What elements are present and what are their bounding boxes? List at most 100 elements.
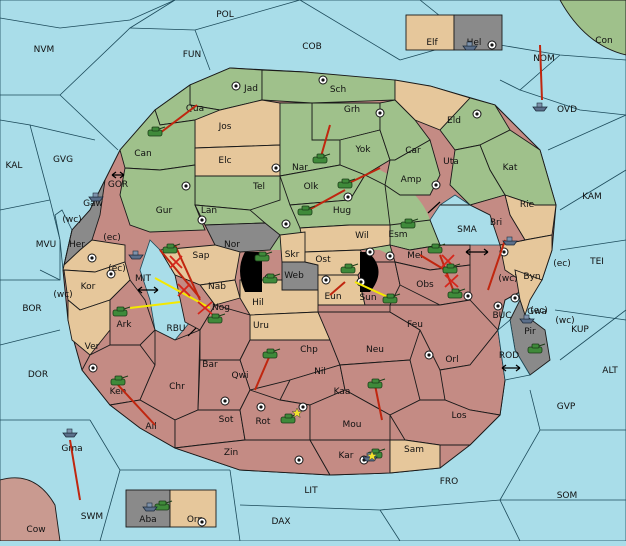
province-label-orn: Orn <box>187 515 203 525</box>
army-unit-icon[interactable] <box>367 378 386 389</box>
army-unit-icon[interactable] <box>340 263 359 274</box>
army-unit-icon[interactable] <box>280 413 299 424</box>
province-label-qwi: Qwi <box>232 371 249 381</box>
supply-centre-icon <box>472 109 482 119</box>
sea-label-kal: KAL <box>6 161 23 171</box>
province-cow[interactable] <box>0 477 61 542</box>
sea-label-mvu: MVU <box>36 240 57 250</box>
failed-order-x <box>444 274 459 288</box>
army-unit-icon[interactable] <box>110 375 129 386</box>
supply-centre-icon <box>510 293 520 303</box>
province-label-nab: Nab <box>208 282 226 292</box>
province-label-nor: Nor <box>224 240 240 250</box>
sea-label-kam: KAM <box>582 192 602 202</box>
province-label-hug: Hug <box>333 206 351 216</box>
province-label-gwa: Gwa <box>527 307 547 317</box>
sea-label-som: SOM <box>557 491 578 501</box>
province-sam[interactable] <box>389 439 441 474</box>
province-label-neu: Neu <box>366 345 384 355</box>
sea-label-cow: Cow <box>26 525 45 535</box>
supply-centre-icon <box>298 402 308 412</box>
supply-centre-icon <box>197 215 207 225</box>
army-unit-icon[interactable] <box>382 293 401 304</box>
coast-tag: (wc) <box>53 290 72 300</box>
province-label-gur: Gur <box>156 206 173 216</box>
army-unit-icon[interactable] <box>442 263 461 274</box>
supply-centre-icon <box>231 81 241 91</box>
province-elc[interactable] <box>194 144 281 177</box>
green-region <box>119 67 557 241</box>
order-arrow <box>174 244 201 301</box>
province-yok[interactable] <box>339 129 391 176</box>
province-label-ail: Ail <box>145 422 156 432</box>
province-label-rie: Rie <box>520 200 535 210</box>
coast-tag: (ec) <box>553 259 571 269</box>
province-label-nog: Nog <box>212 303 230 313</box>
fleet-unit-icon[interactable] <box>502 236 518 246</box>
army-unit-icon[interactable] <box>112 306 131 317</box>
supply-centre-icon <box>271 163 281 173</box>
army-unit-icon[interactable] <box>262 348 281 359</box>
province-label-sap: Sap <box>193 251 210 261</box>
coast-tag: (ec) <box>108 264 126 274</box>
province-gwa[interactable] <box>514 269 543 317</box>
province-ark[interactable] <box>109 279 156 346</box>
fleet-unit-icon[interactable] <box>519 314 535 324</box>
province-orn[interactable] <box>169 489 217 528</box>
province-gur[interactable] <box>119 164 206 233</box>
fleet-unit-icon[interactable] <box>462 41 478 51</box>
sea-label-lit: LIT <box>304 486 318 496</box>
army-unit-icon[interactable] <box>447 288 466 299</box>
army-unit-icon[interactable] <box>254 251 273 262</box>
army-unit-icon[interactable] <box>337 178 356 189</box>
army-unit-icon[interactable] <box>427 243 446 254</box>
province-label-can: Can <box>134 149 152 159</box>
sea-label-cob: COB <box>302 42 322 52</box>
fleet-unit-icon[interactable] <box>62 428 78 438</box>
order-arrow <box>487 239 506 291</box>
fleet-unit-icon[interactable] <box>532 102 548 112</box>
sea-label-mit: MIT <box>135 274 151 284</box>
sea-label-swm: SWM <box>81 512 103 522</box>
army-unit-icon[interactable] <box>297 205 316 216</box>
army-unit-icon[interactable] <box>527 343 546 354</box>
supply-centre-icon <box>294 455 304 465</box>
fleet-unit-icon[interactable] <box>142 502 158 512</box>
army-unit-icon[interactable] <box>147 126 166 137</box>
supply-centre-icon <box>256 402 266 412</box>
supply-centre-icon <box>463 291 473 301</box>
coast-tag: (ec) <box>103 233 121 243</box>
sea-label-dor: DOR <box>28 370 48 380</box>
supply-centre-icon <box>220 396 230 406</box>
captured-star-icon <box>291 407 303 419</box>
passage-sma <box>465 248 489 256</box>
sea-label-nom: NOM <box>533 54 555 64</box>
army-unit-icon[interactable] <box>400 218 419 229</box>
order-arrow <box>439 254 456 296</box>
province-label-web: Web <box>284 271 304 281</box>
fleet-unit-icon[interactable] <box>88 192 104 202</box>
army-unit-icon[interactable] <box>312 153 331 164</box>
army-unit-icon[interactable] <box>262 273 281 284</box>
province-label-kaa: Kaa <box>334 387 351 397</box>
province-label-mou: Mou <box>343 420 362 430</box>
province-label-elf: Elf <box>426 38 438 48</box>
order-arrow <box>117 384 156 426</box>
province-label-los: Los <box>451 411 466 421</box>
province-label-tel: Tel <box>252 182 265 192</box>
supply-centre-icon <box>487 40 497 50</box>
fleet-unit-icon[interactable] <box>128 250 144 260</box>
province-mou[interactable] <box>309 389 391 441</box>
province-label-hil: Hil <box>252 298 264 308</box>
sea-label-rod: ROD <box>499 351 519 361</box>
province-byn[interactable] <box>499 234 553 281</box>
passage-mit <box>137 286 159 294</box>
army-unit-icon[interactable] <box>207 313 226 324</box>
army-unit-icon[interactable] <box>154 500 173 511</box>
province-label-skr: Skr <box>285 250 300 260</box>
province-elf[interactable] <box>405 14 455 51</box>
province-bri[interactable] <box>440 194 526 246</box>
army-unit-icon[interactable] <box>162 243 181 254</box>
